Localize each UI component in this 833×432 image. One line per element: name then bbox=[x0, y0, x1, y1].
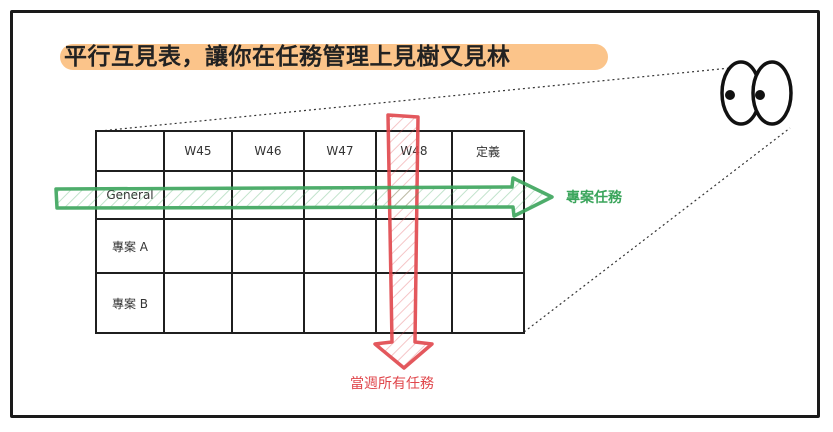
row-label: 專案 B bbox=[95, 272, 165, 334]
diagram-title: 平行互見表，讓你在任務管理上見樹又見林 bbox=[64, 44, 511, 70]
grid-header-row: W45 W46 W47 W48 定義 bbox=[95, 130, 525, 172]
grid-cell bbox=[163, 218, 233, 274]
horizontal-arrow bbox=[54, 176, 554, 218]
corner-cell bbox=[95, 130, 165, 172]
grid-cell bbox=[303, 272, 377, 334]
grid-cell bbox=[231, 218, 305, 274]
grid-cell bbox=[231, 272, 305, 334]
title-highlight bbox=[60, 44, 608, 70]
horizontal-arrow-label: 專案任務 bbox=[566, 190, 622, 206]
grid-cell bbox=[303, 218, 377, 274]
grid-cell bbox=[163, 272, 233, 334]
weekly-grid: W45 W46 W47 W48 定義 General 專案 A 專案 B bbox=[95, 130, 525, 334]
vertical-arrow-label: 當週所有任務 bbox=[350, 376, 434, 392]
grid-row: 專案 A bbox=[95, 218, 525, 274]
week-header-cell: W46 bbox=[231, 130, 305, 172]
definition-header-cell: 定義 bbox=[451, 130, 525, 172]
week-header-cell: W45 bbox=[163, 130, 233, 172]
grid-cell bbox=[451, 272, 525, 334]
diagram-frame bbox=[10, 10, 820, 418]
grid-cell bbox=[451, 218, 525, 274]
row-label: 專案 A bbox=[95, 218, 165, 274]
week-header-cell: W47 bbox=[303, 130, 377, 172]
vertical-arrow bbox=[373, 113, 434, 370]
